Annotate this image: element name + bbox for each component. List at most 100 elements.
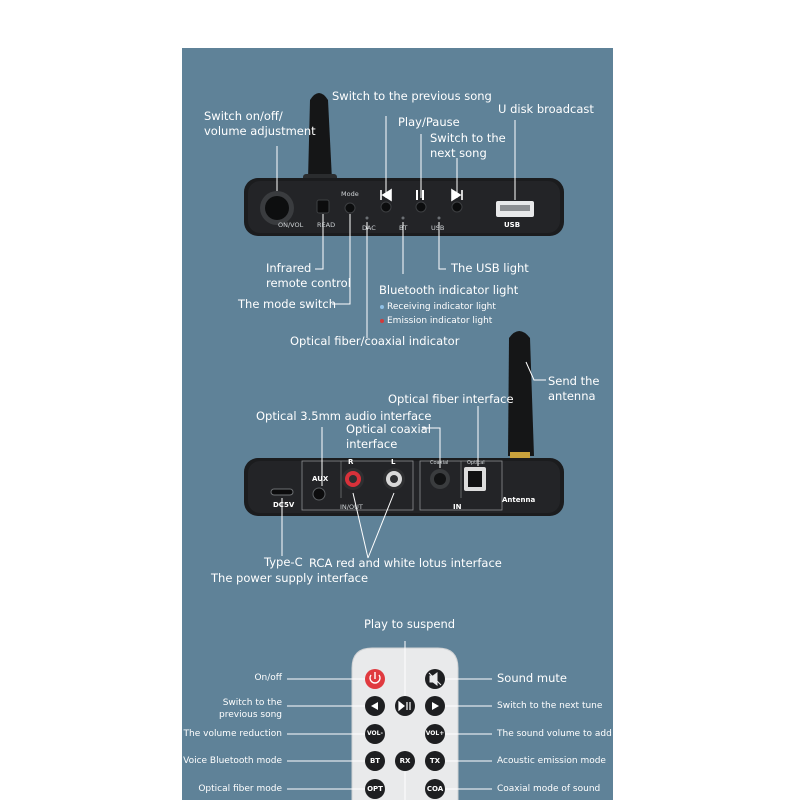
remote-coa-button [425,779,445,799]
label-infrared: Infrared remote control [266,261,351,290]
btn-text-coa: COA [426,785,444,793]
label-type-c: Type-C [264,555,303,569]
label-mute: Sound mute [497,671,567,685]
dac-led [365,216,369,220]
line-usb-light [438,222,446,270]
remote-vol-down-button [365,724,385,744]
line-rca [352,492,395,559]
label-next: Switch to the next song [430,131,506,160]
mode-button [344,202,356,214]
label-optical-interface: Optical fiber interface [388,392,514,406]
label-optical-indicator: Optical fiber/coaxial indicator [290,334,460,348]
remote-control [351,647,459,800]
label-usb-light: The USB light [451,261,529,275]
label-bt-indicator: Bluetooth indicator light [379,283,519,297]
mute-icon [428,672,442,686]
device-text-aux: AUX [312,475,329,483]
label-send-antenna: Send the antenna [548,374,600,403]
remote-rx-button [395,751,415,771]
btn-text-opt: OPT [367,785,383,793]
label-coaxial-mode: Coaxial mode of sound [497,784,601,794]
device-text-usb-port: USB [504,221,521,229]
device-text-mode: Mode [341,190,359,198]
label-aux-interface: Optical 3.5mm audio interface [256,409,432,423]
diagram-panel: Switch on/off/ volume adjustment Switch … [182,48,613,800]
pause-icon [416,190,424,200]
remote-tx-button [425,751,445,771]
btn-text-vol-minus: VOL- [367,730,383,737]
front-callouts [276,116,516,338]
label-switch-vol: Switch on/off/ volume adjustment [204,109,316,138]
volume-knob-center [265,196,289,220]
label-prev: Switch to the previous song [219,698,282,720]
label-mode-switch: The mode switch [238,297,337,311]
label-power-interface: The power supply interface [211,571,369,585]
label-acoustic: Acoustic emission mode [497,756,606,766]
line-coaxial [422,427,441,468]
remote-opt-button [365,779,385,799]
label-play-pause: Play/Pause [398,115,460,129]
next-arrow-icon [432,702,439,710]
label-next-tune: Switch to the next tune [497,701,603,711]
label-u-disk: U disk broadcast [498,102,594,116]
device-text-dc5v: DC5V [273,501,295,509]
back-callouts [281,361,546,559]
btn-text-bt: BT [369,757,381,765]
remote-callouts [287,641,492,800]
remote-play-button [395,696,415,716]
prev-arrow-icon [371,702,378,710]
inout-box [301,460,414,511]
device-text-coaxial: Coaxial [430,460,449,466]
type-c-port [270,488,294,496]
label-play-suspend: Play to suspend [364,617,456,631]
device-text-l: L [391,458,396,466]
label-voice-bt: Voice Bluetooth mode [183,756,282,766]
label-vol-down: The volume reduction [183,729,282,739]
device-text-antenna: Antenna [502,496,536,504]
label-vol-up: The sound volume to add [497,729,612,739]
device-text-inout: IN/OUT [340,503,363,511]
label-rca: RCA red and white lotus interface [309,556,502,570]
emission-dot [380,319,384,323]
antenna-connector [510,452,530,462]
device-text-vol: ON/VOL [278,221,304,229]
back-face [248,461,560,513]
label-emission: Emission indicator light [387,316,493,326]
back-device [244,331,564,516]
btn-text-vol-plus: VOL+ [425,730,445,737]
play-pause-icon [398,700,411,712]
device-text-r: R [348,458,354,466]
label-receiving: Receiving indicator light [387,302,496,312]
back-antenna [508,331,534,456]
remote-bt-button [365,751,385,771]
label-optical-mode: Optical fiber mode [198,784,282,794]
btn-text-rx: RX [399,757,411,765]
front-antenna [308,93,332,180]
usb-led [437,216,441,220]
front-face [248,181,560,233]
aux-jack [312,487,326,501]
line-send-antenna [525,361,546,381]
device-text-dac: DAC [362,224,376,232]
diagram-graphics [244,93,564,800]
device-text-usb-led: USB [431,224,445,232]
label-previous: Switch to the previous song [332,89,492,103]
device-text-bt: BT [399,224,408,232]
line-mode-switch [332,214,351,305]
front-device [244,93,564,236]
btn-text-tx: TX [429,757,441,765]
prev-button [380,201,392,213]
device-text-read: READ [317,221,336,229]
play-button [415,201,427,213]
label-coaxial-interface: Optical coaxial interface [346,422,431,451]
usb-port-inner [500,205,530,211]
bt-led [401,216,405,220]
receive-dot [380,305,384,309]
device-text-in: IN [453,503,462,511]
device-text-optical: Optical [467,460,485,466]
label-onoff: On/off [254,673,282,683]
remote-vol-up-button [425,724,445,744]
next-button [451,201,463,213]
line-infrared [315,214,324,270]
ir-window [316,199,330,214]
